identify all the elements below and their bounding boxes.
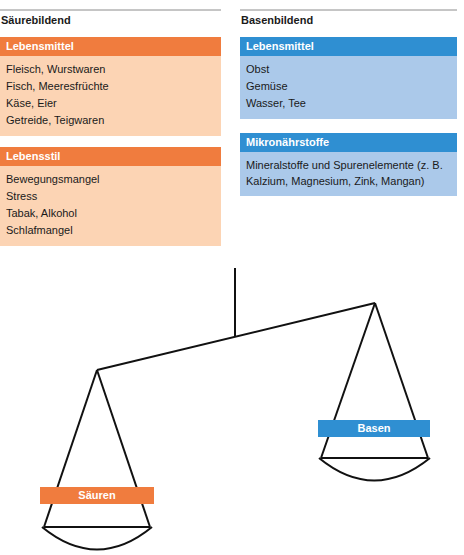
body-text: Schlafmangel	[6, 222, 215, 239]
body-text: Obst	[246, 61, 451, 78]
scale-band: Säuren	[40, 487, 154, 504]
box-header: Lebensmittel	[240, 37, 457, 56]
info-box: MikronährstoffeMineralstoffe und Spurene…	[240, 133, 457, 196]
column-heading: Säurebildend	[1, 14, 71, 26]
band-label: Säuren	[78, 489, 115, 501]
column-rule	[240, 10, 457, 11]
body-text: Wasser, Tee	[246, 95, 451, 112]
info-box: LebensmittelFleisch, WurstwarenFisch, Me…	[0, 37, 221, 136]
info-box: LebensstilBewegungsmangelStressTabak, Al…	[0, 147, 221, 246]
box-body: Mineralstoffe und Spurenelemente (z. B. …	[240, 152, 457, 196]
scale-post	[234, 268, 236, 336]
box-header: Lebensmittel	[0, 37, 221, 56]
box-body: BewegungsmangelStressTabak, AlkoholSchla…	[0, 166, 221, 246]
pan-bowl	[42, 527, 152, 550]
column-heading: Basenbildend	[241, 14, 313, 26]
scale-beam	[97, 303, 375, 370]
body-text: Bewegungsmangel	[6, 171, 215, 188]
box-header: Lebensstil	[0, 147, 221, 166]
header-text: Lebensmittel	[6, 40, 74, 52]
body-text: Gemüse	[246, 78, 451, 95]
box-body: Fleisch, WurstwarenFisch, MeeresfrüchteK…	[0, 56, 221, 136]
body-text: Stress	[6, 188, 215, 205]
body-text: Mineralstoffe und Spurenelemente (z. B. …	[246, 157, 451, 189]
header-text: Lebensmittel	[246, 40, 314, 52]
header-text: Lebensstil	[6, 150, 60, 162]
header-text: Mikronährstoffe	[246, 136, 329, 148]
band-label: Basen	[357, 422, 390, 434]
pan-rim	[44, 526, 150, 528]
box-header: Mikronährstoffe	[240, 133, 457, 152]
scale-band: Basen	[318, 420, 430, 437]
body-text: Getreide, Teigwaren	[6, 112, 215, 129]
pan-bowl	[319, 458, 430, 481]
body-text: Fleisch, Wurstwaren	[6, 61, 215, 78]
body-text: Fisch, Meeresfrüchte	[6, 78, 215, 95]
body-text: Tabak, Alkohol	[6, 205, 215, 222]
column-rule	[0, 10, 221, 11]
info-box: LebensmittelObstGemüseWasser, Tee	[240, 37, 457, 119]
body-text: Käse, Eier	[6, 95, 215, 112]
box-body: ObstGemüseWasser, Tee	[240, 56, 457, 119]
pan-rim	[321, 457, 428, 459]
balance-scale	[42, 268, 430, 550]
